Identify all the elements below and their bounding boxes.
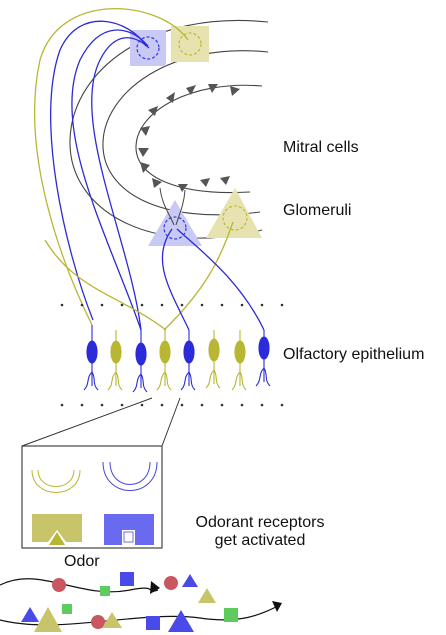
neuron-olive [205, 330, 221, 389]
zoom-lines [21, 397, 181, 447]
blue-receptor-site [104, 514, 154, 545]
olive-receptor-cup [31, 469, 81, 493]
mitral-cell [138, 148, 149, 157]
axon-blue-2 [71, 29, 149, 331]
receptor-inset [21, 445, 163, 549]
axon-olive-top [33, 8, 189, 326]
label-odorant-receptors-line2: get activated [214, 532, 306, 549]
bulb-inner-arc [135, 84, 263, 194]
mitral-dendrites [159, 187, 186, 226]
blue-square-icon [120, 572, 134, 586]
neuron-blue [83, 325, 99, 391]
axon-olive-low [44, 239, 167, 331]
mitral-cell [140, 162, 150, 173]
red-circle-icon [164, 576, 178, 590]
olive-triangle-icon [34, 607, 62, 632]
mitral-cells [138, 84, 240, 192]
olive-triangle-icon [198, 588, 216, 603]
neuron-blue [132, 330, 148, 393]
axon-blue-5 [176, 228, 265, 331]
axon-blue-3 [91, 37, 150, 331]
blue-square-icon [123, 531, 134, 543]
label-mitral-cells: Mitral cells [283, 139, 359, 156]
axon-olive-bottom [163, 221, 234, 331]
neuron-olive [107, 330, 123, 391]
mitral-cell [208, 84, 218, 93]
label-odorant-receptors: Odorant receptors get activated [175, 514, 345, 550]
label-odor: Odor [64, 553, 100, 570]
neuron-blue [255, 330, 271, 387]
mitral-cell [178, 184, 188, 192]
glomerulus-olive-bottom [206, 188, 262, 238]
arrowhead-lower [272, 601, 282, 612]
axons [33, 8, 265, 331]
mitral-cell [200, 178, 210, 187]
axon-blue-1 [50, 20, 147, 321]
olive-triangle-icon [49, 532, 65, 545]
glomerulus-olive-top [171, 26, 209, 62]
olfactory-neurons [83, 325, 271, 393]
mitral-cell [140, 126, 150, 136]
green-square-icon [224, 608, 238, 622]
mitral-cell [152, 178, 162, 188]
label-glomeruli: Glomeruli [283, 202, 352, 219]
blue-triangle-icon [168, 610, 194, 632]
blue-square-icon [146, 616, 160, 630]
odor-arrow-upper [0, 578, 159, 593]
glomerulus-blue-bottom [148, 200, 202, 246]
odor-molecules [21, 572, 238, 632]
olive-receptor-site [32, 514, 82, 542]
red-circle-icon [91, 615, 105, 629]
axon-blue-4 [161, 228, 190, 331]
arrowhead-upper [150, 581, 160, 594]
olive-triangle-icon [102, 612, 122, 628]
mitral-cell [186, 85, 196, 95]
epithelium-dotted-lines [60, 303, 284, 407]
blue-receptor-cup [102, 461, 158, 491]
green-square-icon [62, 604, 72, 614]
blue-triangle-icon [21, 607, 39, 622]
mitral-cell [230, 86, 240, 96]
neuron-blue [180, 330, 196, 391]
label-odorant-receptors-line1: Odorant receptors [195, 514, 325, 531]
mitral-cell [220, 176, 230, 185]
mitral-cell [166, 92, 175, 103]
blue-triangle-icon [182, 574, 198, 587]
red-circle-icon [52, 578, 66, 592]
green-square-icon [100, 586, 110, 596]
neuron-olive [231, 330, 247, 391]
neuron-olive [156, 330, 172, 391]
label-olfactory-epithelium: Olfactory epithelium [283, 346, 425, 363]
mitral-cell [148, 106, 158, 116]
